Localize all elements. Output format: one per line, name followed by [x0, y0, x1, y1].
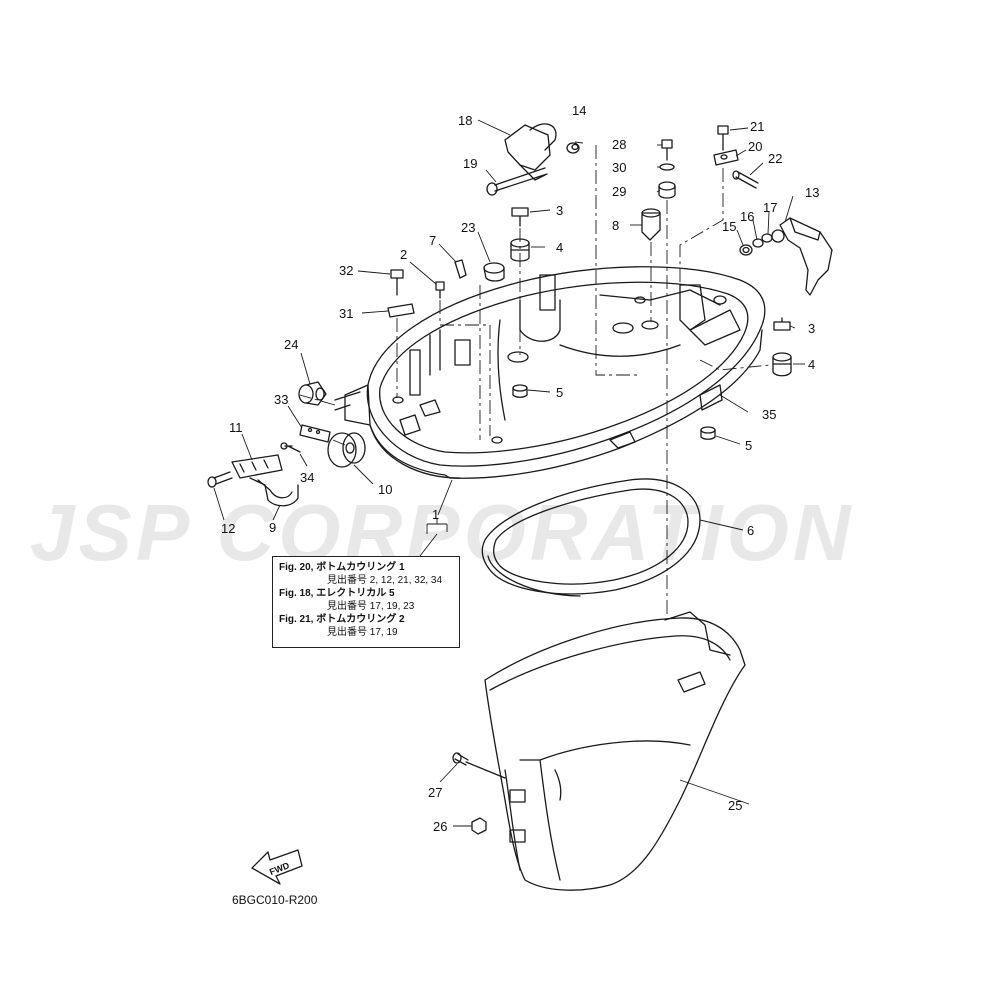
callout-11: 11	[229, 420, 243, 435]
callout-24: 24	[284, 337, 298, 352]
callout-5a: 5	[556, 385, 563, 400]
ref-index-2: 見出番号 17, 19, 23	[327, 601, 415, 612]
callout-31: 31	[339, 306, 353, 321]
leader-lines	[213, 119, 805, 827]
callout-19: 19	[463, 156, 477, 171]
callout-20: 20	[748, 139, 762, 154]
callout-5b: 5	[745, 438, 752, 453]
part-31-plate	[387, 303, 415, 318]
dashed-centerlines	[299, 145, 771, 620]
part-13-lever	[771, 217, 833, 296]
callout-26: 26	[433, 819, 447, 834]
bottom-cowling-tray	[334, 266, 766, 479]
callout-4a: 4	[556, 240, 563, 255]
ref-fig-2: Fig. 18, エレクトリカル 5	[279, 588, 395, 599]
ref-index-1: 見出番号 2, 12, 21, 32, 34	[327, 575, 443, 586]
callout-29: 29	[612, 184, 626, 199]
part-4-grommet-right	[772, 352, 792, 377]
callout-17: 17	[763, 200, 777, 215]
part-19-bolt	[486, 167, 548, 196]
callout-4b: 4	[808, 357, 815, 372]
part-15-bushing	[739, 244, 753, 256]
callout-labels: 1 2 3 3 4 4 5 5 6 7 8 9 10 11 12 13 14 1…	[221, 103, 819, 834]
part-34-screw	[280, 442, 301, 453]
part-3-screw-top	[511, 207, 529, 227]
part-14-grommet	[566, 142, 580, 154]
callout-22: 22	[768, 151, 782, 166]
ref-fig-3: Fig. 21, ボトムカウリング 2	[279, 614, 405, 625]
part-32-screw	[390, 269, 404, 296]
reference-box: Fig. 20, ボトムカウリング 1 見出番号 2, 12, 21, 32, …	[272, 556, 460, 648]
part-11-clamp	[231, 454, 283, 479]
callout-14: 14	[572, 103, 586, 118]
part-21-bolt	[717, 125, 729, 151]
callout-7: 7	[429, 233, 436, 248]
callout-25: 25	[728, 798, 742, 813]
lower-apron	[484, 611, 746, 891]
callout-28: 28	[612, 137, 626, 152]
callout-32: 32	[339, 263, 353, 278]
part-5-grommet-outer	[700, 426, 716, 440]
part-29-grommet	[658, 181, 676, 199]
part-30-washer	[659, 163, 675, 171]
part-12-screw	[207, 471, 233, 488]
part-3-screw-right	[773, 317, 791, 331]
callout-6: 6	[747, 523, 754, 538]
rubber-seal	[481, 478, 701, 597]
part-28-bolt	[661, 139, 673, 161]
part-16-washer	[752, 238, 764, 248]
callout-35: 35	[762, 407, 776, 422]
callout-21: 21	[750, 119, 764, 134]
part-9-holder	[249, 477, 299, 507]
diagram-code: 6BGC010-R200	[232, 893, 318, 907]
part-27-bolt	[452, 752, 506, 779]
callout-12: 12	[221, 521, 235, 536]
callout-18: 18	[458, 113, 472, 128]
part-5-grommet-inner	[512, 384, 528, 398]
callout-27: 27	[428, 785, 442, 800]
callout-30: 30	[612, 160, 626, 175]
callout-8: 8	[612, 218, 619, 233]
part-20-plate	[713, 149, 739, 166]
callout-16: 16	[740, 209, 754, 224]
part-7-clip	[454, 259, 467, 279]
callout-3a: 3	[556, 203, 563, 218]
ref-index-3: 見出番号 17, 19	[327, 627, 398, 638]
callout-13: 13	[805, 185, 819, 200]
callout-33: 33	[274, 392, 288, 407]
callout-23: 23	[461, 220, 475, 235]
callout-10: 10	[378, 482, 392, 497]
part-17-oring	[761, 233, 773, 243]
callout-1: 1	[432, 507, 439, 522]
part-22-screw	[732, 170, 759, 189]
part-26-nut	[471, 817, 487, 835]
part-23-cap	[483, 262, 505, 282]
fwd-arrow-icon	[251, 849, 303, 885]
callout-9: 9	[269, 520, 276, 535]
callout-34: 34	[300, 470, 314, 485]
callout-3b: 3	[808, 321, 815, 336]
part-18-bracket	[504, 123, 557, 181]
part-33-plate	[299, 424, 331, 443]
ref-fig-1: Fig. 20, ボトムカウリング 1	[279, 562, 405, 573]
callout-15: 15	[722, 219, 736, 234]
part-8-bushing	[641, 208, 661, 241]
callout-2: 2	[400, 247, 407, 262]
part-2-pin	[435, 281, 445, 299]
part-10-grommet	[327, 432, 366, 468]
part-24-grommet	[298, 381, 327, 406]
